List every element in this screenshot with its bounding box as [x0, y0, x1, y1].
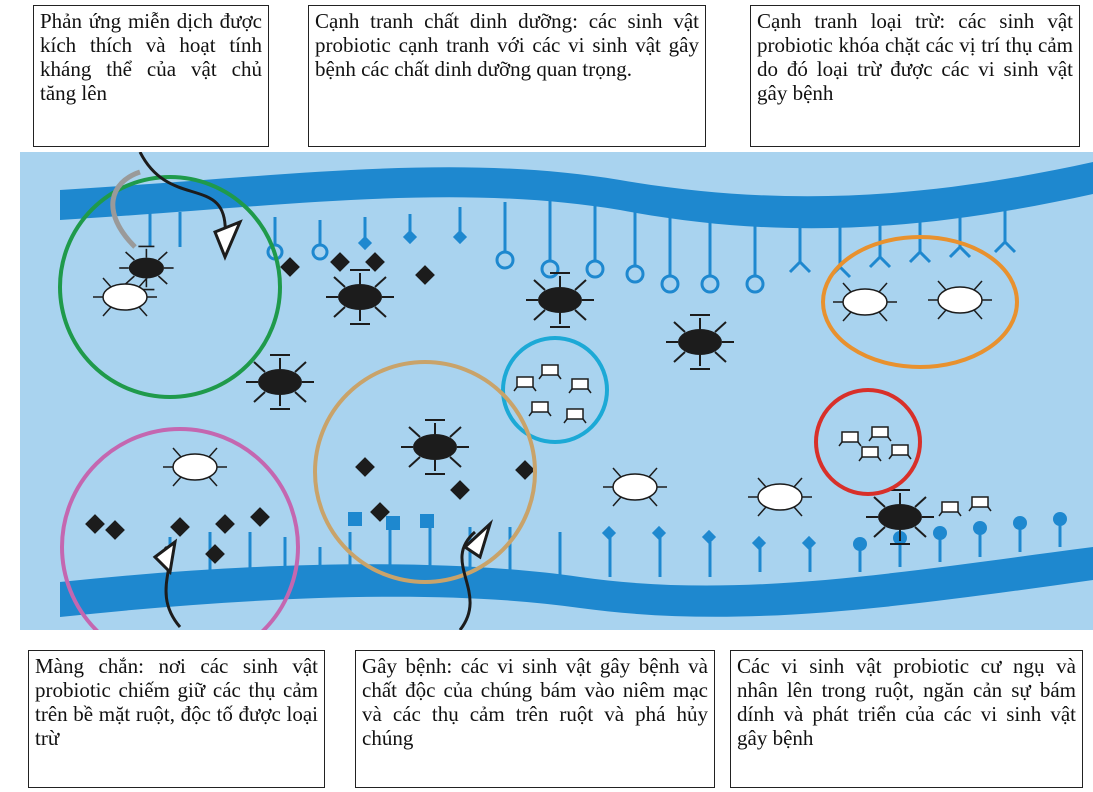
caption-barrier: Màng chắn: nơi các sinh vật probiotic ch…: [28, 650, 325, 788]
caption-colonization: Các vi sinh vật probiotic cư ngụ và nhân…: [730, 650, 1083, 788]
caption-pathogenesis: Gây bệnh: các vi sinh vật gây bệnh và ch…: [355, 650, 715, 788]
gut-probiotic-diagram: [20, 152, 1093, 630]
caption-immune-response: Phản ứng miễn dịch được kích thích và ho…: [33, 5, 269, 147]
caption-nutrient-competition: Cạnh tranh chất dinh dưỡng: các sinh vật…: [308, 5, 706, 147]
caption-competitive-exclusion: Cạnh tranh loại trừ: các sinh vật probio…: [750, 5, 1080, 147]
